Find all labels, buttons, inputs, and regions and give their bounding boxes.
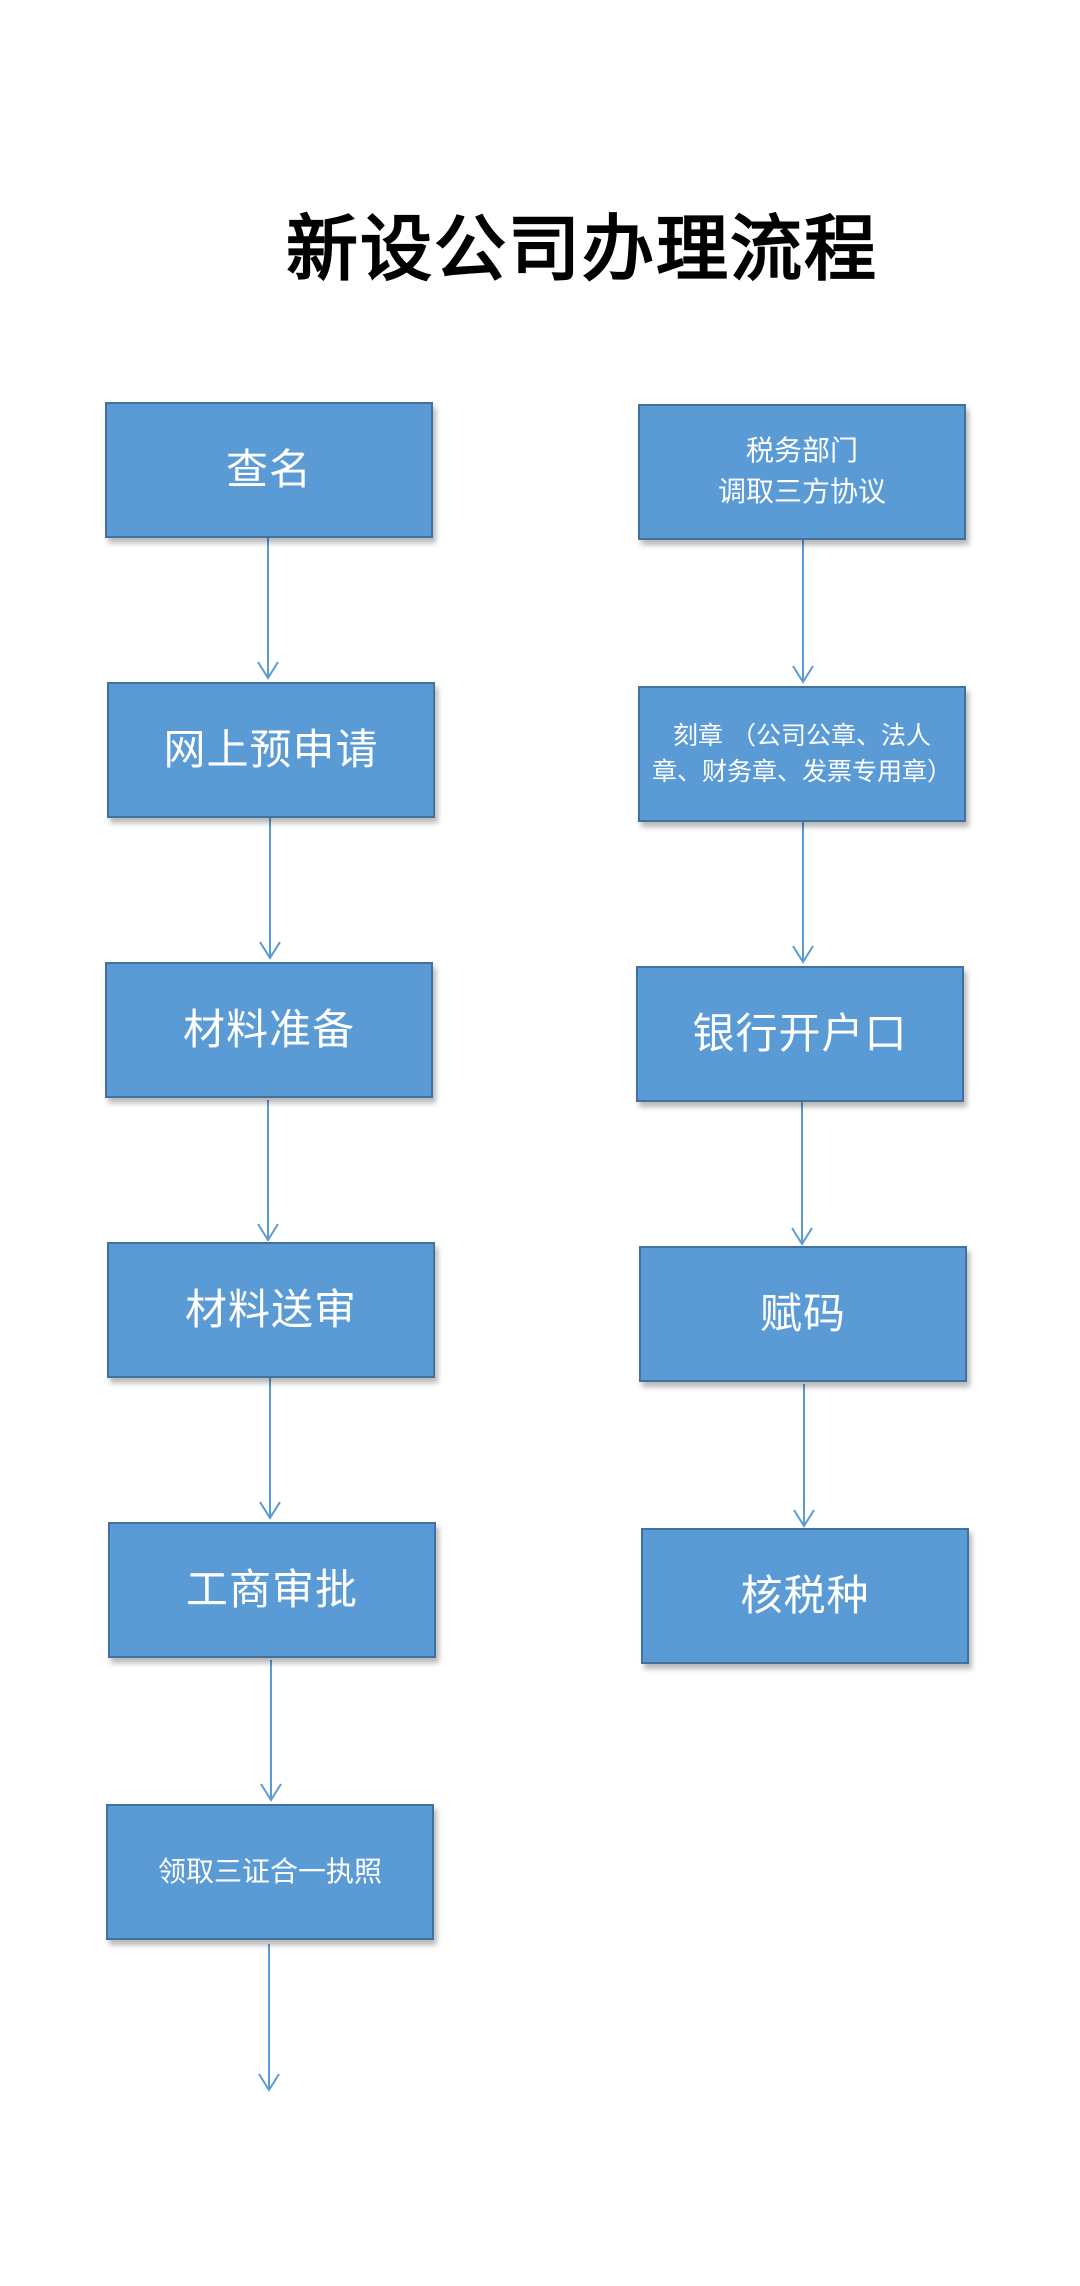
arrow-left-2 [259,818,281,960]
step-tax-department: 税务部门 调取三方协议 [638,404,966,540]
arrow-left-3 [257,1100,279,1242]
step-label: 查名 [225,444,312,494]
step-check-name: 查名 [105,402,433,538]
step-label: 工商审批 [185,1564,358,1614]
arrow-left-1 [257,538,279,680]
step-label: 材料准备 [182,1004,355,1054]
step-label-line-1: 税务部门 [745,434,858,468]
arrow-right-2 [792,822,814,964]
step-label: 核税种 [740,1570,870,1620]
step-prepare-materials: 材料准备 [105,962,433,1098]
step-business-approval: 工商审批 [108,1522,436,1658]
step-label-line-2: 调取三方协议 [717,475,886,508]
arrow-right-4 [793,1384,815,1528]
step-make-seals: 刻章 （公司公章、法人 章、财务章、发票专用章） [638,686,966,822]
step-online-preapplication: 网上预申请 [107,682,435,818]
step-collect-license: 领取三证合一执照 [106,1804,434,1940]
step-label-line-1: 刻章 （公司公章、法人 [673,720,931,750]
arrow-left-6 [258,1944,280,2092]
arrow-left-5 [260,1660,282,1802]
page-title: 新设公司办理流程 [285,206,878,291]
step-assign-code: 赋码 [639,1246,967,1382]
step-label-line-2: 章、财务章、发票专用章） [651,757,952,786]
step-label: 材料送审 [184,1284,357,1334]
step-submit-materials: 材料送审 [107,1242,435,1378]
step-label: 网上预申请 [163,724,379,774]
step-label: 赋码 [759,1288,846,1338]
arrow-left-4 [259,1378,281,1520]
step-open-bank-account: 银行开户口 [636,966,964,1102]
step-label: 领取三证合一执照 [157,1854,382,1888]
step-label: 银行开户口 [692,1008,908,1058]
arrow-right-3 [791,1102,813,1246]
arrow-right-1 [792,540,814,684]
step-verify-tax-types: 核税种 [641,1528,969,1664]
